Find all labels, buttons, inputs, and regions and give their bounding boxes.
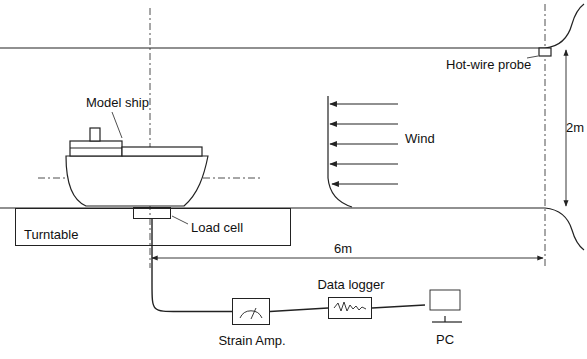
cable bbox=[372, 305, 425, 308]
nozzle-curve bbox=[545, 208, 584, 250]
flow-label: Wind bbox=[405, 132, 435, 146]
dimension-label: 2m bbox=[566, 121, 584, 135]
keyboard bbox=[432, 321, 462, 322]
device-label: PC bbox=[436, 333, 454, 347]
center-line bbox=[545, 4, 546, 268]
turntable-box: Turntable bbox=[15, 208, 291, 246]
dimension-label: 6m bbox=[334, 242, 352, 256]
probe-label: Hot-wire probe bbox=[446, 58, 531, 72]
data-logger-box: Data logger bbox=[328, 297, 372, 319]
leader-line bbox=[172, 216, 188, 224]
nozzle-curve bbox=[545, 4, 584, 48]
leader-line bbox=[112, 112, 122, 138]
center-line bbox=[150, 8, 151, 268]
load-cell-box: Load cell bbox=[133, 207, 171, 219]
dimension-line bbox=[152, 258, 543, 259]
hot-wire-probe bbox=[539, 48, 551, 56]
meter-dial bbox=[240, 308, 262, 319]
pc-box: PC bbox=[425, 285, 465, 325]
wind-arrows bbox=[330, 104, 398, 184]
velocity-profile bbox=[328, 96, 352, 207]
screen bbox=[430, 290, 460, 310]
device-label: Load cell bbox=[191, 221, 243, 235]
monitor-stand bbox=[444, 316, 445, 322]
tunnel-wall bbox=[0, 47, 545, 48]
model-ship bbox=[66, 128, 208, 206]
device-label: Turntable bbox=[24, 228, 78, 242]
signal-wave bbox=[334, 302, 366, 311]
part-label: Model ship bbox=[86, 96, 149, 110]
strain-amp-box: Strain Amp. bbox=[232, 298, 270, 325]
device-label: Data logger bbox=[317, 278, 384, 292]
cable bbox=[270, 308, 328, 312]
device-label: Strain Amp. bbox=[218, 334, 285, 348]
